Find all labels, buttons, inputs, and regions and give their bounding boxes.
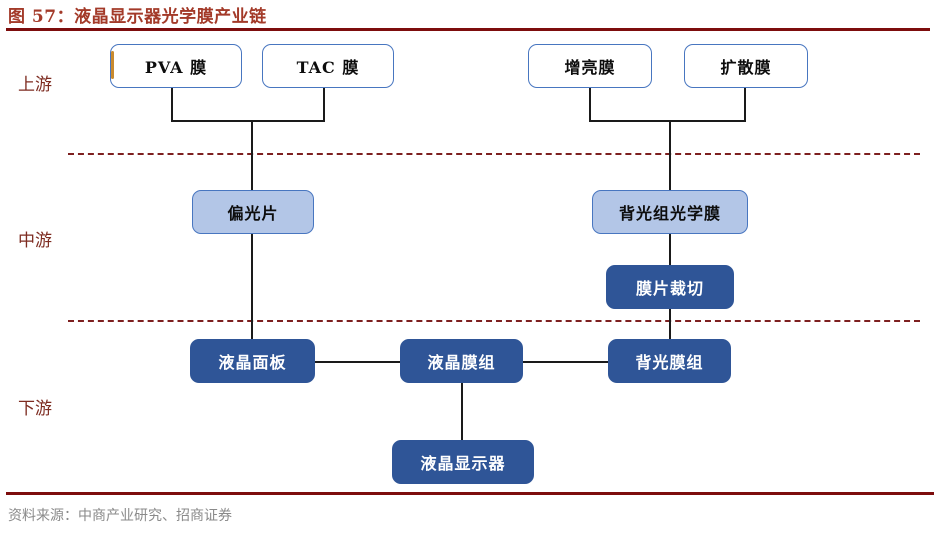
node-lcd-panel[interactable]: 液晶面板 [190, 339, 315, 383]
divider-midstream-downstream [68, 320, 920, 322]
node-label: 液晶面板 [218, 353, 287, 372]
node-tac-film[interactable]: TAC 膜 [262, 44, 394, 88]
title-divider-rule [6, 28, 930, 31]
node-backlight-optical-film[interactable]: 背光组光学膜 [592, 190, 748, 234]
node-film-cutting[interactable]: 膜片裁切 [606, 265, 734, 309]
node-label: 背光膜组 [635, 353, 704, 372]
connector-diffusion-down [744, 88, 746, 122]
connector-brightness-down [589, 88, 591, 122]
tier-label-midstream: 中游 [18, 231, 52, 251]
node-lcd-film-module[interactable]: 液晶膜组 [400, 339, 523, 383]
connector-backlight-film-to-cutting [669, 233, 671, 267]
node-polarizer[interactable]: 偏光片 [192, 190, 314, 234]
node-label: 背光组光学膜 [618, 204, 721, 223]
tier-label-upstream: 上游 [18, 75, 52, 95]
tier-label-downstream: 下游 [18, 399, 52, 419]
node-label: TAC 膜 [296, 58, 360, 77]
connector-lcd-module-to-backlight-module [521, 361, 610, 363]
connector-upstream-right-bus [589, 120, 746, 122]
node-brightness-enhancement-film[interactable]: 增亮膜 [528, 44, 652, 88]
connector-lcd-module-to-display [461, 383, 463, 441]
node-pva-film[interactable]: PVA 膜 [110, 44, 242, 88]
connector-polarizer-to-panel [251, 233, 253, 341]
connector-left-bus-to-polarizer [251, 120, 253, 192]
node-label: 液晶膜组 [427, 353, 496, 372]
node-label: 扩散膜 [720, 58, 772, 77]
node-backlight-film-module[interactable]: 背光膜组 [608, 339, 731, 383]
node-diffusion-film[interactable]: 扩散膜 [684, 44, 808, 88]
node-label: PVA 膜 [144, 58, 208, 77]
connector-tac-down [323, 88, 325, 122]
source-note: 资料来源：中商产业研究、招商证券 [8, 508, 232, 524]
node-label: 偏光片 [227, 204, 279, 223]
connector-pva-down [171, 88, 173, 122]
divider-upstream-midstream [68, 153, 920, 155]
connector-upstream-left-bus [171, 120, 325, 122]
accent-stripe-icon [111, 51, 114, 79]
figure-title: 图 57：液晶显示器光学膜产业链 [8, 7, 267, 27]
connector-panel-to-lcd-module [313, 361, 403, 363]
node-lcd-display[interactable]: 液晶显示器 [392, 440, 534, 484]
node-label: 膜片裁切 [635, 279, 704, 298]
connector-right-bus-to-backlight-film [669, 120, 671, 192]
node-label: 液晶显示器 [420, 454, 506, 473]
node-label: 增亮膜 [564, 58, 616, 77]
connector-cutting-to-backlight-module [669, 308, 671, 342]
footer-divider-rule [6, 492, 934, 495]
